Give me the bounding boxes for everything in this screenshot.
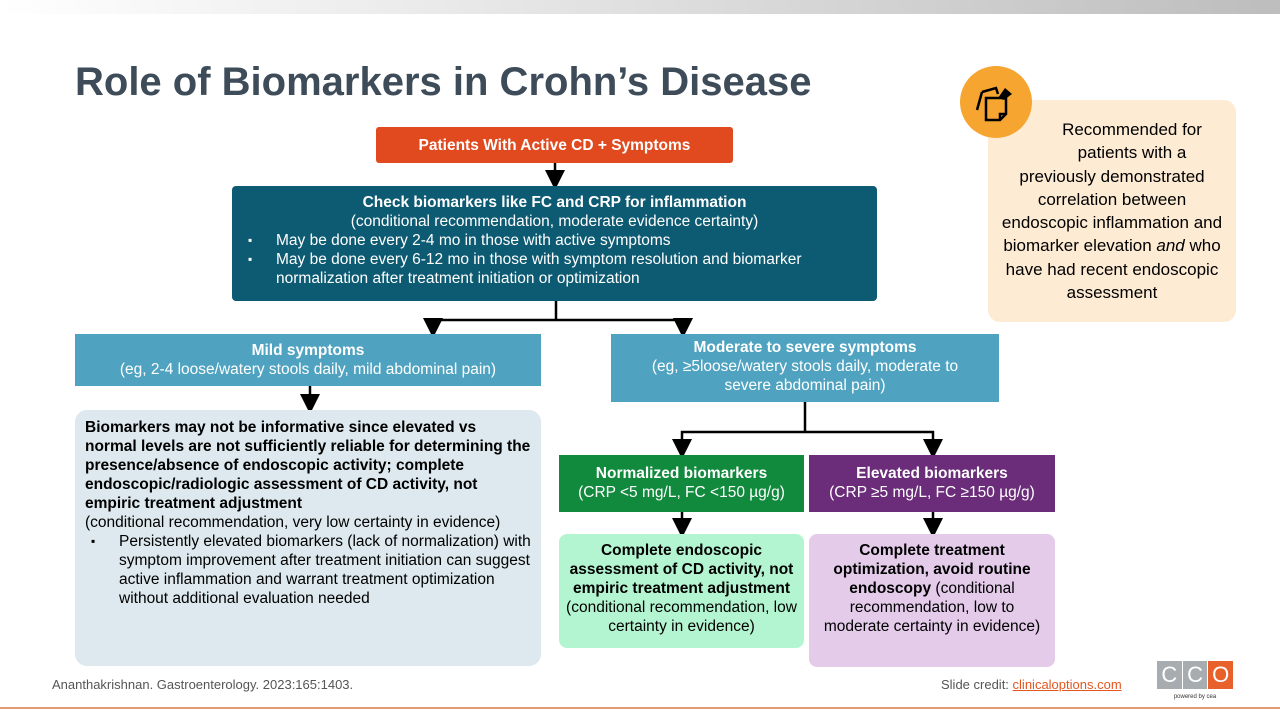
elevated-action-sub: (conditional recommendation, low to mode…: [823, 580, 1041, 635]
arrow-split: [431, 301, 683, 328]
patients-box: Patients With Active CD + Symptoms: [376, 127, 733, 163]
slide-credit: Slide credit: clinicaloptions.com: [941, 677, 1122, 692]
mild-detail-sub: (conditional recommendation, very low ce…: [85, 514, 501, 531]
bottom-divider: [0, 707, 1280, 709]
elevated-action-box: Complete treatment optimization, avoid r…: [809, 534, 1055, 667]
sticky-note-pin-icon: [960, 66, 1032, 138]
normalized-box: Normalized biomarkers (CRP <5 mg/L, FC <…: [559, 455, 804, 512]
normalized-action-box: Complete endoscopic assessment of CD act…: [559, 534, 804, 648]
mild-detail-main: Biomarkers may not be informative since …: [85, 419, 531, 512]
check-heading: Check biomarkers like FC and CRP for inf…: [362, 194, 747, 211]
note-box: Recommended for patients with a previous…: [988, 100, 1236, 323]
check-sub: (conditional recommendation, moderate ev…: [350, 213, 759, 230]
normalized-action-sub: (conditional recommendation, low certain…: [566, 599, 797, 635]
page-title: Role of Biomarkers in Crohn’s Disease: [75, 60, 812, 104]
mild-detail-bullet: Persistently elevated biomarkers (lack o…: [85, 532, 531, 608]
check-bullet: May be done every 6-12 mo in those with …: [242, 250, 867, 288]
normalized-action-main: Complete endoscopic assessment of CD act…: [569, 542, 794, 597]
cco-logo: C C O powered by cea: [1157, 661, 1234, 700]
note-text-end: who have had recent endoscopic assessmen…: [1005, 236, 1221, 303]
note-italic: and: [1156, 236, 1185, 256]
elevated-action-main: Complete treatment optimization, avoid r…: [833, 542, 1031, 597]
credit-label: Slide credit:: [941, 677, 1013, 692]
moderate-box: Moderate to severe symptoms (eg, ≥5loose…: [611, 334, 999, 402]
elevated-sub: (CRP ≥5 mg/L, FC ≥150 µg/g): [829, 484, 1035, 501]
top-bar: [0, 0, 1280, 14]
mild-detail-box: Biomarkers may not be informative since …: [75, 410, 541, 666]
mild-heading: Mild symptoms: [251, 342, 365, 359]
normalized-heading: Normalized biomarkers: [595, 465, 768, 482]
arrow-split2: [680, 402, 935, 449]
check-biomarkers-box: Check biomarkers like FC and CRP for inf…: [232, 186, 877, 301]
moderate-sub: (eg, ≥5loose/watery stools daily, modera…: [651, 358, 959, 394]
elevated-heading: Elevated biomarkers: [856, 465, 1008, 482]
elevated-box: Elevated biomarkers (CRP ≥5 mg/L, FC ≥15…: [809, 455, 1055, 512]
check-bullet: May be done every 2-4 mo in those with a…: [242, 231, 867, 250]
citation: Ananthakrishnan. Gastroenterology. 2023:…: [52, 677, 354, 692]
note-text: Recommended for patients with a previous…: [1001, 120, 1223, 256]
credit-link[interactable]: clinicaloptions.com: [1012, 677, 1122, 692]
normalized-sub: (CRP <5 mg/L, FC <150 µg/g): [578, 484, 785, 501]
logo-sub: powered by cea: [1173, 694, 1217, 700]
moderate-heading: Moderate to severe symptoms: [693, 339, 917, 356]
mild-box: Mild symptoms (eg, 2-4 loose/watery stoo…: [75, 334, 541, 386]
mild-sub: (eg, 2-4 loose/watery stools daily, mild…: [119, 361, 497, 378]
